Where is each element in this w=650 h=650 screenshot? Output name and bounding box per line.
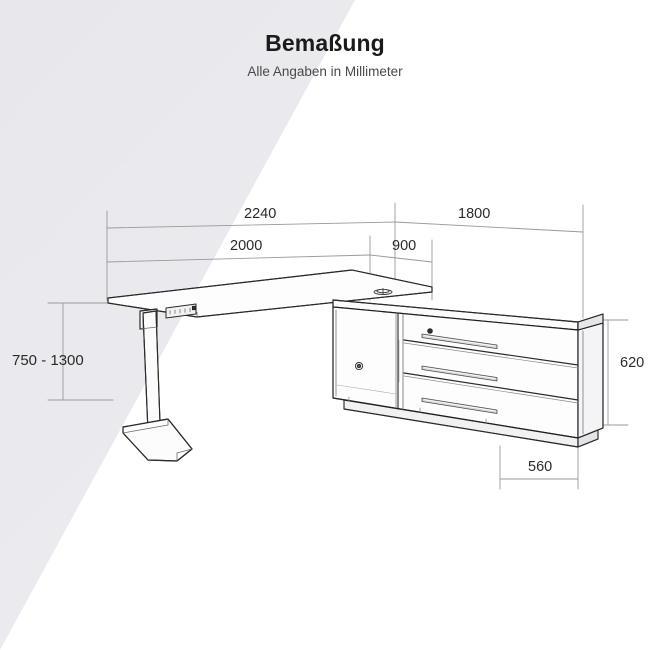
dimension-label-560: 560 [528,459,553,475]
drawer-3 [421,397,498,414]
dimension-label-height-range: 750 - 1300 [12,352,84,369]
dimension-line-height-range [47,302,114,401]
dimension-label-1800: 1800 [458,206,491,222]
drawer-lock-icon [427,328,433,334]
sideboard-plinth [343,399,599,448]
desk-leg-foot [122,418,193,462]
drawer-1-handle [421,333,498,350]
dimension-line-2240 [106,202,396,301]
sliding-door-lock-icon [354,361,364,371]
dimension-line-1800 [394,204,584,319]
dimension-label-900: 900 [392,238,417,254]
header-block: Bemaßung Alle Angaben in Millimeter [0,0,650,79]
drawer-2-handle [421,365,498,382]
desk-leg-column [139,308,161,433]
dimension-label-2240: 2240 [244,206,277,222]
sideboard-right-side [577,322,604,439]
dimension-label-620: 620 [620,355,645,371]
sideboard-divider [397,312,404,411]
cable-grommet-icon [373,288,393,296]
control-panel-icon [165,303,197,319]
dimension-label-2000: 2000 [230,238,263,254]
sideboard-top-right-face [577,313,604,331]
drawer-2 [403,365,579,404]
drawer-3-handle [421,397,498,414]
drawer-1 [403,333,579,369]
sideboard-sliding-doors [335,309,400,409]
page-subtitle: Alle Angaben in Millimeter [247,64,403,79]
page-title: Bemaßung [265,30,385,56]
